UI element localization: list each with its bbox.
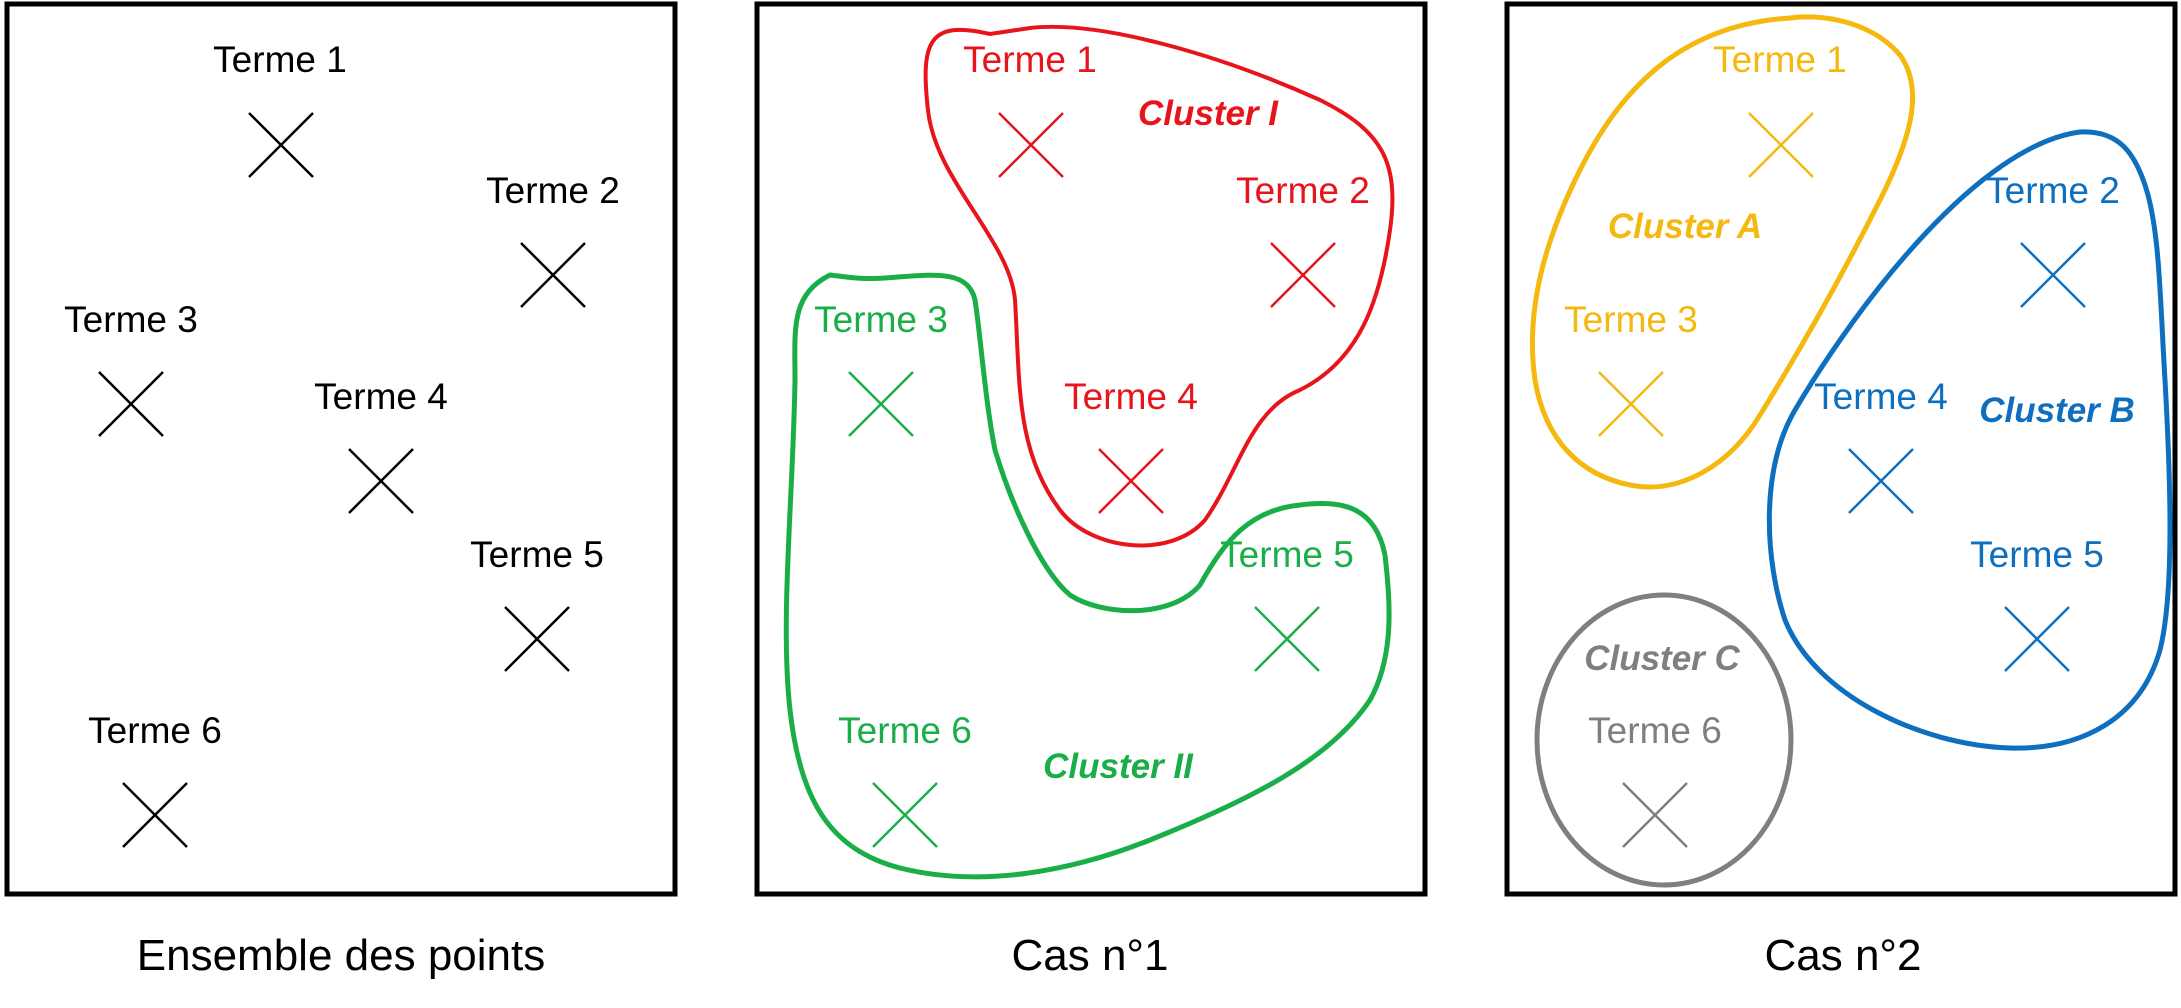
cluster-C-label: Cluster C bbox=[1584, 639, 1740, 678]
term-label: Terme 3 bbox=[64, 299, 198, 340]
panel-frame bbox=[754, 1, 1428, 897]
term-label: Terme 1 bbox=[213, 39, 347, 80]
cross-mark-icon bbox=[1598, 371, 1664, 437]
cross-mark-icon bbox=[998, 112, 1064, 178]
cross-mark-icon bbox=[504, 606, 570, 672]
cluster-A-outline bbox=[1529, 14, 1916, 490]
term-label: Terme 3 bbox=[1564, 299, 1698, 340]
term-group: Terme 1 Terme 2 Terme 3 Terme 4 Terme 5 Terme… bbox=[814, 39, 1370, 848]
cross-mark-icon bbox=[98, 371, 164, 437]
cluster-B-label: Cluster B bbox=[1979, 391, 2135, 430]
cross-mark-icon bbox=[248, 112, 314, 178]
cross-mark-icon bbox=[1254, 606, 1320, 672]
cluster-C-outline bbox=[1534, 592, 1794, 888]
panel-caption: Ensemble des points bbox=[137, 931, 545, 980]
cross-mark-icon bbox=[1622, 782, 1688, 848]
panel-caption: Cas n°2 bbox=[1764, 931, 1921, 980]
cross-mark-icon bbox=[848, 371, 914, 437]
term-label: Terme 2 bbox=[486, 170, 620, 211]
cross-mark-icon bbox=[872, 782, 938, 848]
term-label: Terme 1 bbox=[963, 39, 1097, 80]
term-label: Terme 6 bbox=[1588, 710, 1722, 751]
term-label: Terme 2 bbox=[1236, 170, 1370, 211]
cross-mark-icon bbox=[1848, 448, 1914, 514]
cluster-II-outline bbox=[783, 272, 1392, 880]
term-label: Terme 3 bbox=[814, 299, 948, 340]
term-label: Terme 6 bbox=[88, 710, 222, 751]
cross-mark-icon bbox=[1098, 448, 1164, 514]
term-label: Terme 2 bbox=[1986, 170, 2120, 211]
cluster-A-label: Cluster A bbox=[1608, 207, 1762, 246]
cluster-I-label: Cluster I bbox=[1138, 94, 1279, 133]
panel-cas-2: Terme 1 Terme 2 Terme 3 Terme 4 Terme 5 Terme… bbox=[1504, 1, 2178, 980]
cross-mark-icon bbox=[520, 242, 586, 308]
panel-frame bbox=[1504, 1, 2178, 897]
cluster-B-outline bbox=[1766, 129, 2173, 751]
term-group: Terme 1 Terme 2 Terme 3 Terme 4 Terme 5 Terme… bbox=[1564, 39, 2120, 848]
panel-all-points: Terme 1 Terme 2 Terme 3 Terme 4 Terme 5 Terme… bbox=[4, 1, 678, 980]
panel-caption: Cas n°1 bbox=[1011, 931, 1168, 980]
panel-frame bbox=[4, 1, 678, 897]
term-label: Terme 5 bbox=[470, 534, 604, 575]
cluster-I-outline bbox=[923, 24, 1395, 548]
cluster-II-label: Cluster II bbox=[1043, 747, 1194, 786]
term-label: Terme 4 bbox=[1064, 376, 1198, 417]
panel-cas-1: Terme 1 Terme 2 Terme 3 Terme 4 Terme 5 Terme… bbox=[754, 1, 1428, 980]
term-label: Terme 1 bbox=[1713, 39, 1847, 80]
term-label: Terme 6 bbox=[838, 710, 972, 751]
term-label: Terme 5 bbox=[1220, 534, 1354, 575]
cross-mark-icon bbox=[122, 782, 188, 848]
term-label: Terme 5 bbox=[1970, 534, 2104, 575]
cross-mark-icon bbox=[2004, 606, 2070, 672]
cross-mark-icon bbox=[1270, 242, 1336, 308]
cross-mark-icon bbox=[1748, 112, 1814, 178]
term-label: Terme 4 bbox=[1814, 376, 1948, 417]
cross-mark-icon bbox=[2020, 242, 2086, 308]
term-group: Terme 1 Terme 2 Terme 3 Terme 4 Terme 5 Terme… bbox=[64, 39, 620, 848]
cross-mark-icon bbox=[348, 448, 414, 514]
term-label: Terme 4 bbox=[314, 376, 448, 417]
